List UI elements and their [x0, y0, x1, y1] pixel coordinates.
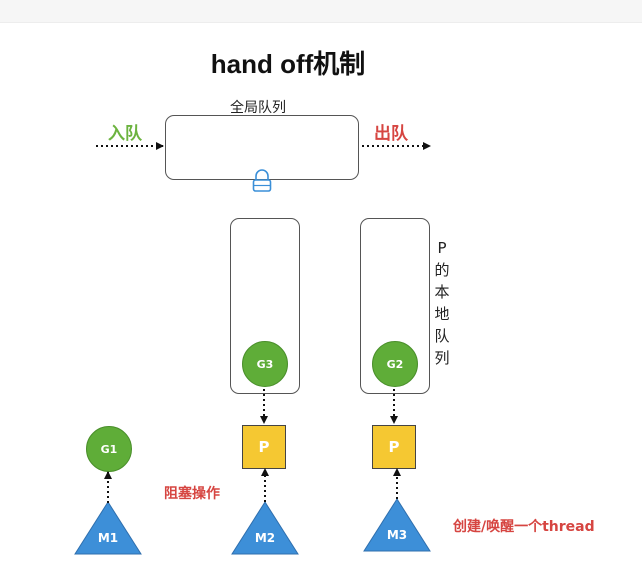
blocking-operation-label: 阻塞操作 — [164, 486, 220, 502]
machine-m2-label: M2 — [254, 531, 276, 545]
local-queue-label-char: P — [437, 239, 447, 257]
local-queue-label-char: 地 — [434, 305, 450, 323]
global-queue-label: 全局队列 — [230, 100, 286, 116]
goroutine-g1: G1 — [86, 426, 132, 472]
machine-m3-label: M3 — [386, 528, 408, 542]
local-queue-vertical-label: P 的 本 地 队 列 — [433, 237, 451, 369]
machine-m1-triangle — [74, 501, 142, 555]
dequeue-label: 出队 — [374, 124, 408, 144]
goroutine-g3: G3 — [242, 341, 288, 387]
machine-m2: M2 — [230, 500, 300, 555]
local-queue-label-char: 队 — [434, 327, 450, 345]
top-bar — [0, 0, 642, 23]
local-queue-label-char: 本 — [434, 283, 450, 301]
goroutine-g2: G2 — [372, 341, 418, 387]
machine-m1: M1 — [73, 500, 143, 555]
local-queue-label-char: 列 — [434, 349, 450, 367]
diagram-title: hand off机制 — [210, 49, 366, 79]
machine-m1-label: M1 — [97, 531, 119, 545]
machine-m2-triangle — [231, 501, 299, 555]
machine-m3-triangle — [363, 498, 431, 552]
enqueue-label: 入队 — [108, 124, 142, 144]
create-wake-thread-label: 创建/唤醒一个thread — [453, 519, 595, 535]
local-queue-label-char: 的 — [434, 261, 450, 279]
processor-p-left: P — [242, 425, 286, 469]
lock-icon — [252, 169, 272, 192]
machine-m3: M3 — [362, 497, 432, 552]
